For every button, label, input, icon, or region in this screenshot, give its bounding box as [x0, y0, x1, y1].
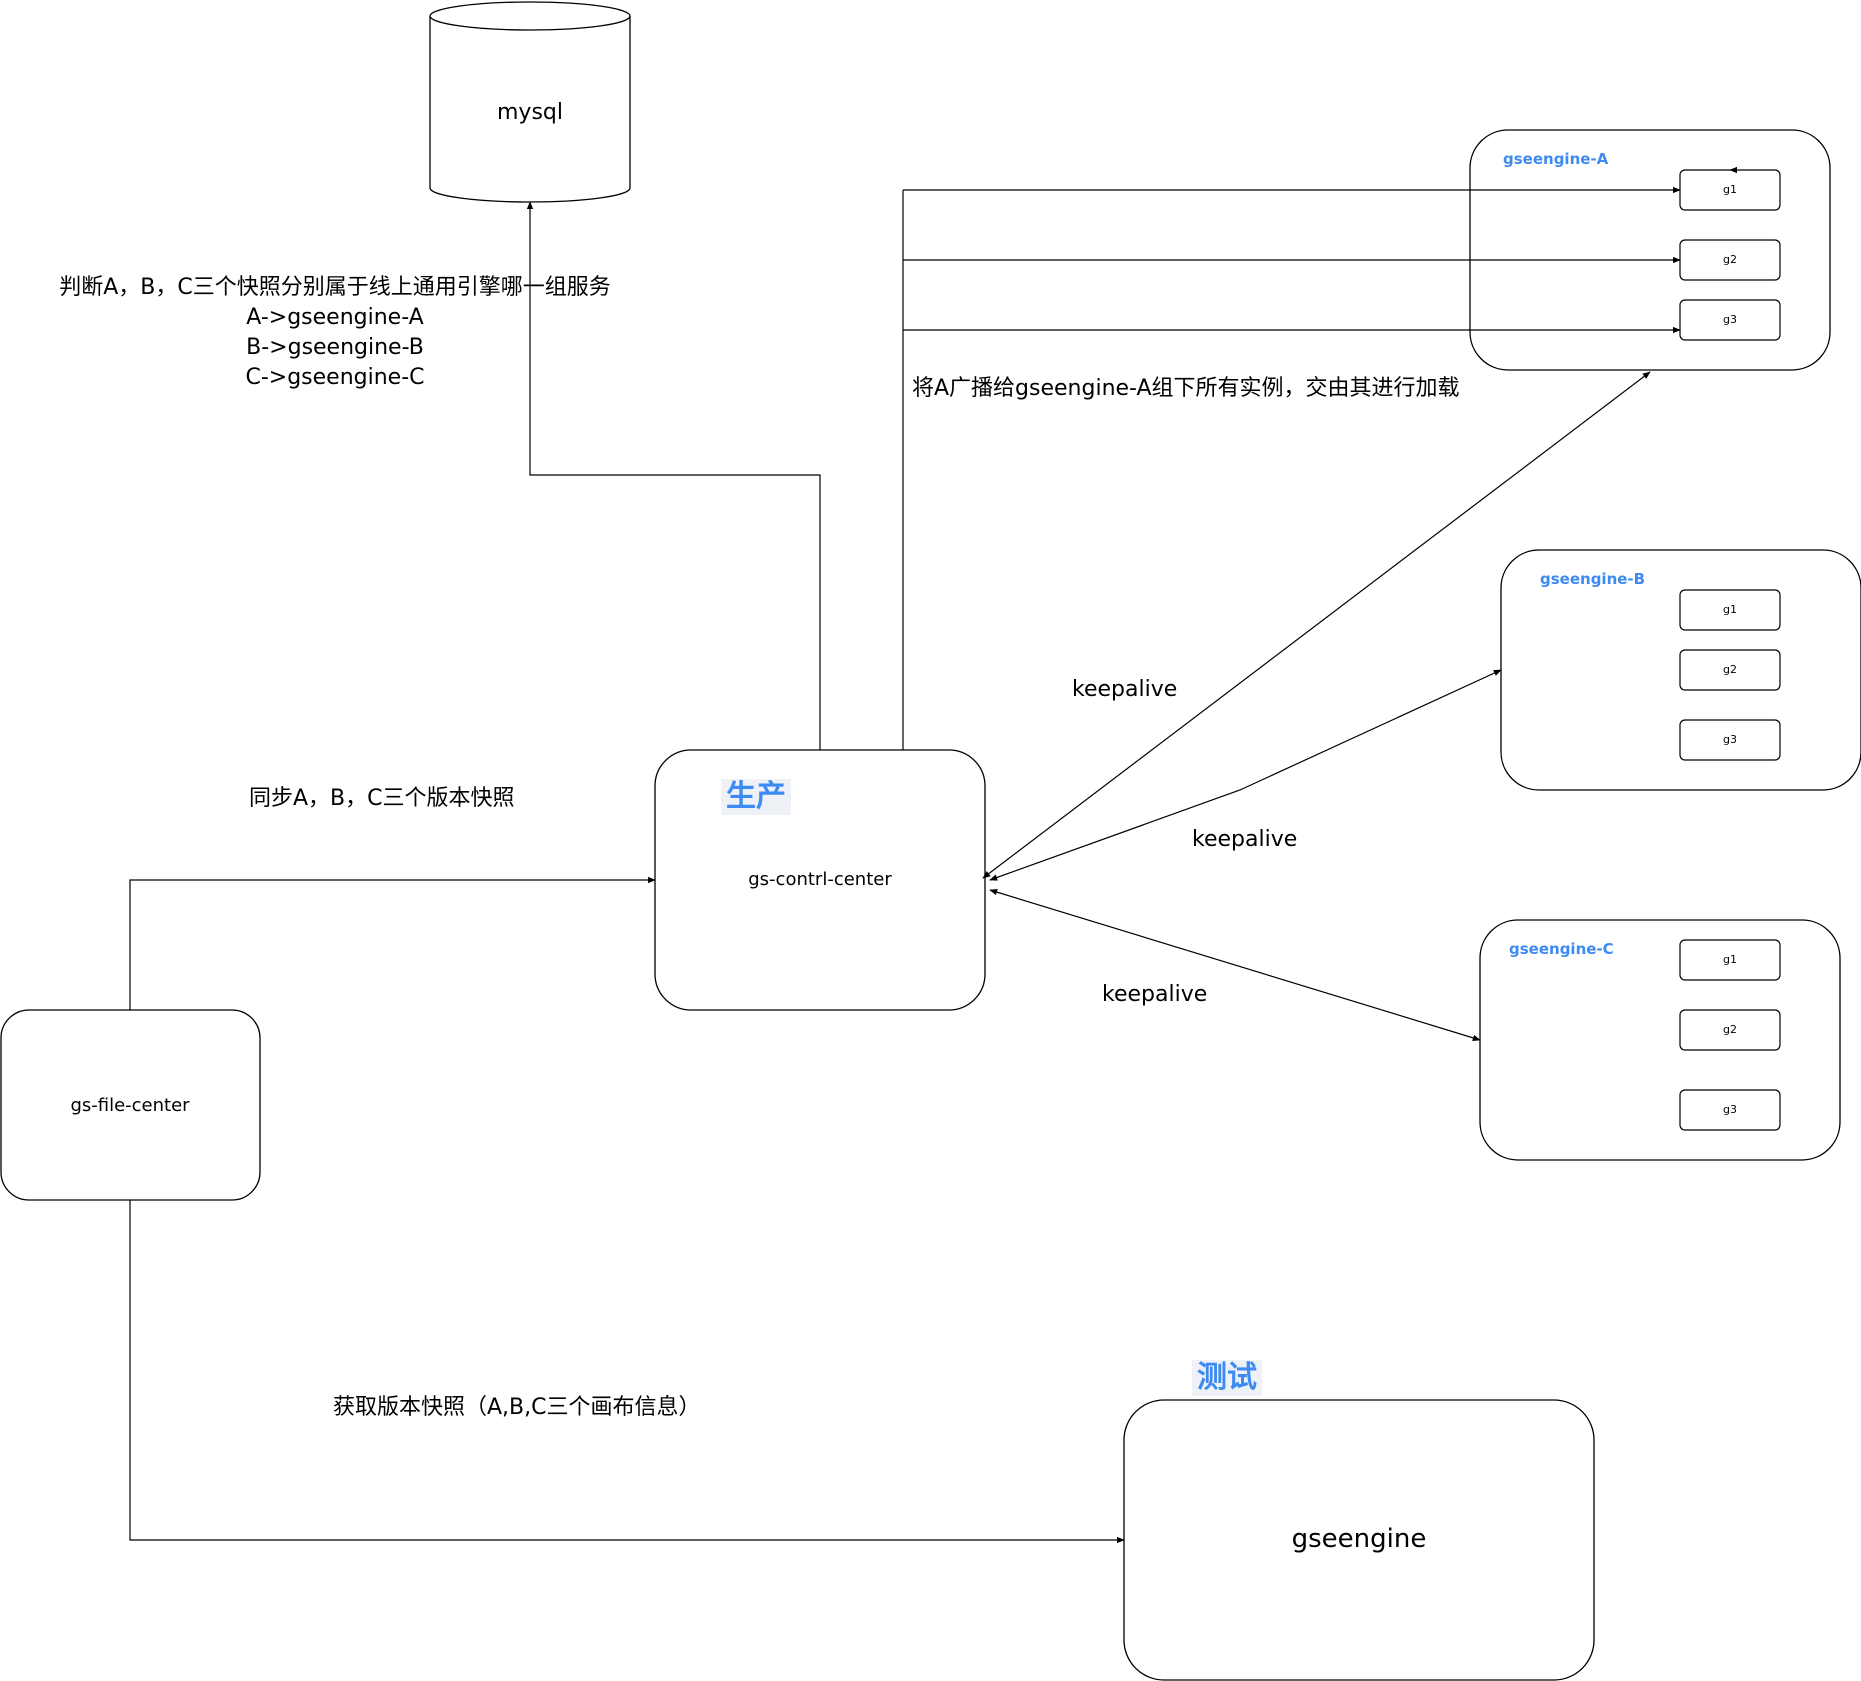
- sync-annotation: 同步A，B，C三个版本快照: [249, 786, 515, 811]
- group-a-g3-label: g3: [1723, 313, 1737, 326]
- test-tag: 测试: [1192, 1360, 1262, 1396]
- group-c-g2-label: g2: [1723, 1023, 1737, 1036]
- judge-line-4: C->gseengine-C: [245, 365, 425, 390]
- group-c-instance-g3[interactable]: [1679, 1089, 1781, 1131]
- group-b-g2-label: g2: [1723, 663, 1737, 676]
- edge-keepalive-b: [989, 669, 1502, 881]
- keepalive-c-label: keepalive: [1102, 982, 1208, 1007]
- edge-keepalive-c: [989, 889, 1481, 1041]
- group-a-title: gseengine-A: [1503, 150, 1609, 168]
- group-a-g2-label: g2: [1723, 253, 1737, 266]
- group-b-instance-g3[interactable]: [1679, 719, 1781, 761]
- broadcast-annotation: 将A广播给gseengine-A组下所有实例，交由其进行加载: [912, 376, 1460, 401]
- keepalive-a-label: keepalive: [1072, 677, 1178, 702]
- file-center-label: gs-file-center: [70, 1095, 190, 1116]
- group-c-g1-label: g1: [1723, 953, 1737, 966]
- mysql-database[interactable]: [429, 1, 631, 203]
- control-center-label: gs-contrl-center: [748, 869, 892, 890]
- edge-control-to-mysql: [526, 201, 821, 750]
- group-c-instance-g1[interactable]: [1679, 939, 1781, 981]
- group-b-g1-label: g1: [1723, 603, 1737, 616]
- mysql-label: mysql: [497, 100, 563, 125]
- judge-annotation: 判断A，B，C三个快照分别属于线上通用引擎哪一组服务 A->gseengine-…: [59, 273, 611, 393]
- group-b-g3-label: g3: [1723, 733, 1737, 746]
- group-b-title: gseengine-B: [1540, 570, 1646, 588]
- keepalive-b-label: keepalive: [1192, 827, 1298, 852]
- judge-line-1: 判断A，B，C三个快照分别属于线上通用引擎哪一组服务: [59, 275, 611, 300]
- edge-file-to-test: [129, 1200, 1125, 1544]
- production-tag: 生产: [721, 779, 791, 815]
- group-c-title: gseengine-C: [1509, 940, 1614, 958]
- test-engine-label: gseengine: [1291, 1524, 1427, 1554]
- judge-line-2: A->gseengine-A: [246, 305, 424, 330]
- judge-line-3: B->gseengine-B: [246, 335, 424, 360]
- group-a-g1-label: g1: [1723, 183, 1737, 196]
- edge-file-to-control: [129, 876, 656, 1010]
- group-c-instance-g2[interactable]: [1679, 1009, 1781, 1051]
- fetch-annotation: 获取版本快照（A,B,C三个画布信息）: [333, 1395, 701, 1420]
- group-b-instance-g1[interactable]: [1679, 589, 1781, 631]
- group-a-instance-g3[interactable]: [1679, 299, 1781, 341]
- group-b-instance-g2[interactable]: [1679, 649, 1781, 691]
- group-c-g3-label: g3: [1723, 1103, 1737, 1116]
